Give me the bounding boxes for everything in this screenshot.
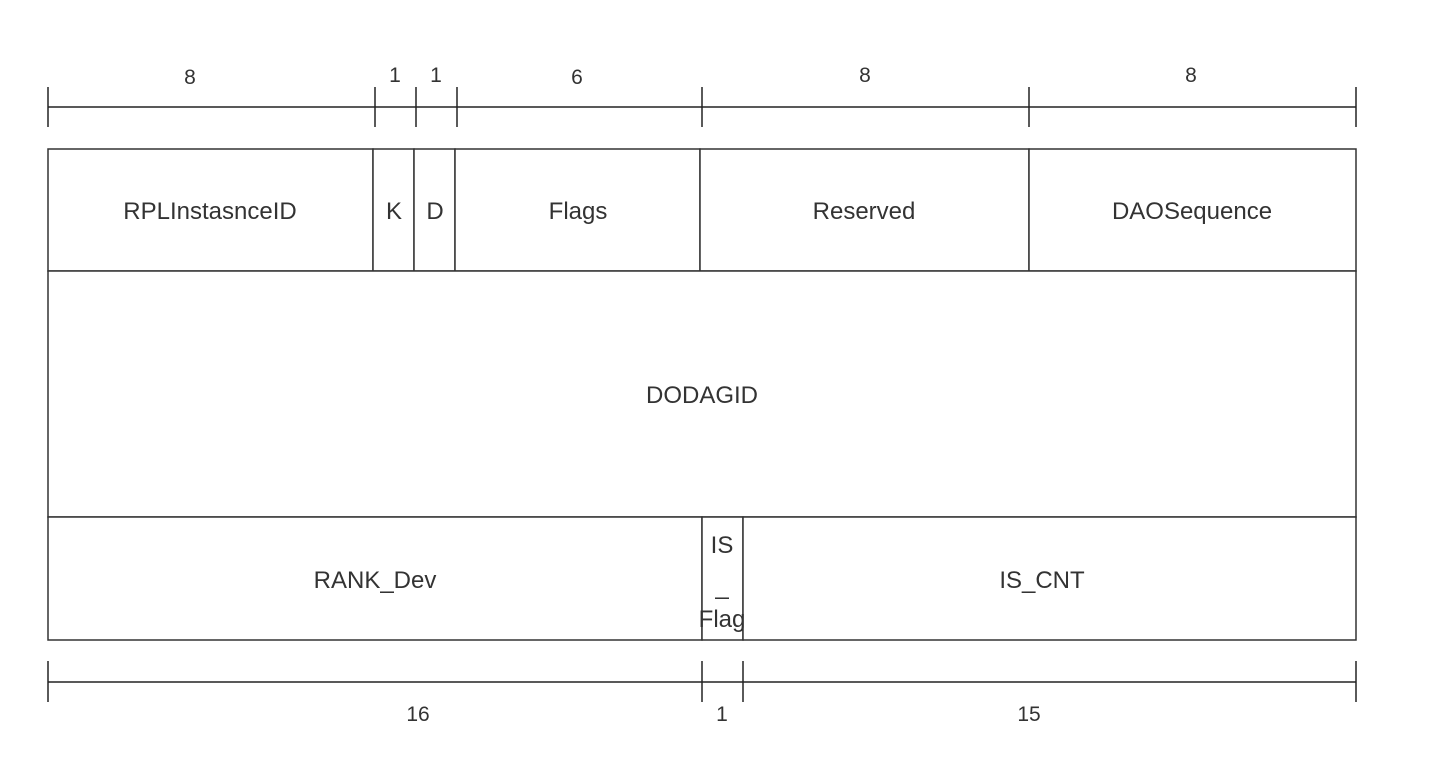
field-rpl-instance-id (47, 148, 374, 272)
label-reserved: Reserved (813, 198, 916, 225)
row-2: DODAGID (47, 270, 1357, 518)
top-dimension-ruler: 8 1 1 6 8 8 (47, 64, 1357, 127)
bits-dao-sequence: 8 (1185, 64, 1197, 87)
label-dodagid: DODAGID (646, 382, 758, 409)
label-dao-sequence: DAOSequence (1112, 198, 1272, 225)
row-1: RPLInstasnceID K D Flags Reserved DAOSeq… (47, 148, 1357, 272)
bits-is-flag: 1 (716, 703, 728, 726)
field-dodagid (47, 270, 1357, 518)
field-rank-dev (47, 516, 703, 641)
label-is-cnt: IS_CNT (999, 567, 1085, 594)
bits-is-cnt: 15 (1017, 703, 1040, 726)
bits-k: 1 (389, 64, 401, 87)
label-is-flag-line2: _ (714, 573, 729, 600)
label-flags: Flags (549, 198, 608, 225)
label-rank-dev: RANK_Dev (314, 567, 437, 594)
field-dao-sequence (1028, 148, 1357, 272)
label-is-flag-line1: IS (711, 532, 734, 559)
field-is-flag (701, 516, 744, 641)
bottom-dimension-ruler: 16 1 15 (47, 661, 1357, 726)
bits-flags: 6 (571, 66, 583, 89)
label-k: K (386, 198, 402, 225)
label-rpl-instance-id: RPLInstasnceID (123, 198, 296, 225)
bits-d: 1 (430, 64, 442, 87)
field-is-cnt (742, 516, 1357, 641)
bits-rpl-instance-id: 8 (184, 66, 196, 89)
bits-rank-dev: 16 (406, 703, 429, 726)
bits-reserved: 8 (859, 64, 871, 87)
label-d: D (426, 198, 443, 225)
row-3: RANK_Dev IS _ Flag IS_CNT (47, 516, 1357, 641)
label-is-flag-line3: Flag (699, 606, 746, 633)
